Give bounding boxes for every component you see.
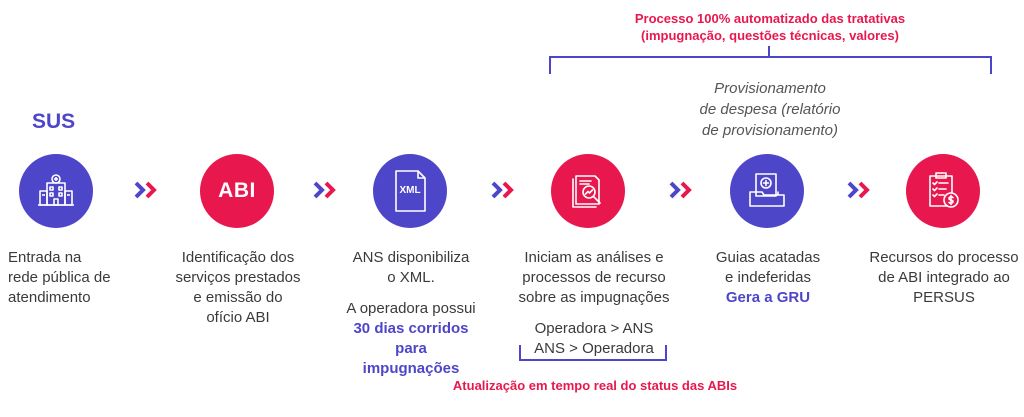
step-3-line: ANS disponibiliza [352,249,470,266]
step-2-line: serviços prestados [175,269,301,286]
step-5-circle [730,154,804,228]
step-6-text: Recursos do processo de ABI integrado ao… [866,248,1022,308]
automation-note-line1: Processo 100% automatizado das tratativa… [634,11,906,26]
step-6-line: Recursos do processo [869,249,1019,266]
step-5-highlight: Gera a GRU [725,289,811,306]
step-1-text: Entrada na rede pública de atendimento [0,248,118,308]
step-1-circle [19,154,93,228]
step-5-line: e indeferidas [725,269,811,286]
step-4-circle [551,154,625,228]
bottom-bracket [519,345,667,361]
sus-label: SUS [32,110,76,133]
automation-note-line2: (impugnação, questões técnicas, valores) [641,28,899,43]
step-6-line: de ABI integrado ao [878,269,1010,286]
top-bracket [549,56,992,74]
step-5-line: Guias acatadas [715,249,821,266]
step-6-line: PERSUS [913,289,975,306]
abi-icon-text: ABI [218,179,256,202]
chevron-right-icon [847,181,870,199]
step-6-circle [906,154,980,228]
step-4-line: Iniciam as análises e [524,249,664,266]
step-1-line: Entrada na [8,249,82,266]
step-4-sub: Operadora > ANS [534,320,654,337]
step-2-line: e emissão do [193,289,283,306]
step-5-text: Guias acatadas e indeferidas Gera a GRU [700,248,836,308]
document-search-icon [572,175,601,208]
step-2-circle: ABI [200,154,274,228]
step-3-extra: A operadora possui [346,300,476,317]
provisioning-note-line2: de despesa (relatório [699,101,841,118]
realtime-update-note: Atualização em tempo real do status das … [452,378,738,393]
top-bracket-tick [768,46,770,58]
chevron-right-icon [134,181,157,199]
step-4-text: Iniciam as análises e processos de recur… [508,248,680,359]
step-3-highlight: impugnações [362,360,460,377]
checklist-money-icon [929,172,959,208]
step-3-line: o XML. [387,269,435,286]
provisioning-note-line1: Provisionamento [714,80,826,97]
step-4-sub: ANS > Operadora [534,340,654,357]
step-1-line: rede pública de [8,269,111,286]
step-2-line: Identificação dos [181,249,295,266]
medical-folder-icon [749,173,785,207]
provisioning-note: Provisionamento de despesa (relatório de… [665,78,875,141]
automation-note: Processo 100% automatizado das tratativa… [560,10,980,44]
step-3-highlight: 30 dias corridos para [353,320,469,357]
chevron-right-icon [669,181,692,199]
chevron-right-icon [313,181,336,199]
xml-icon-text: XML [399,185,421,196]
step-1-line: atendimento [8,289,91,306]
hospital-icon [38,174,74,206]
provisioning-note-line3: de provisionamento) [702,122,838,139]
step-3-circle: XML [373,154,447,228]
xml-file-icon: XML [390,169,430,213]
step-4-line: sobre as impugnações [518,289,670,306]
step-3-text: ANS disponibiliza o XML. A operadora pos… [336,248,486,379]
chevron-right-icon [491,181,514,199]
step-2-text: Identificação dos serviços prestados e e… [162,248,314,328]
step-4-line: processos de recurso [522,269,666,286]
step-2-line: ofício ABI [206,309,270,326]
